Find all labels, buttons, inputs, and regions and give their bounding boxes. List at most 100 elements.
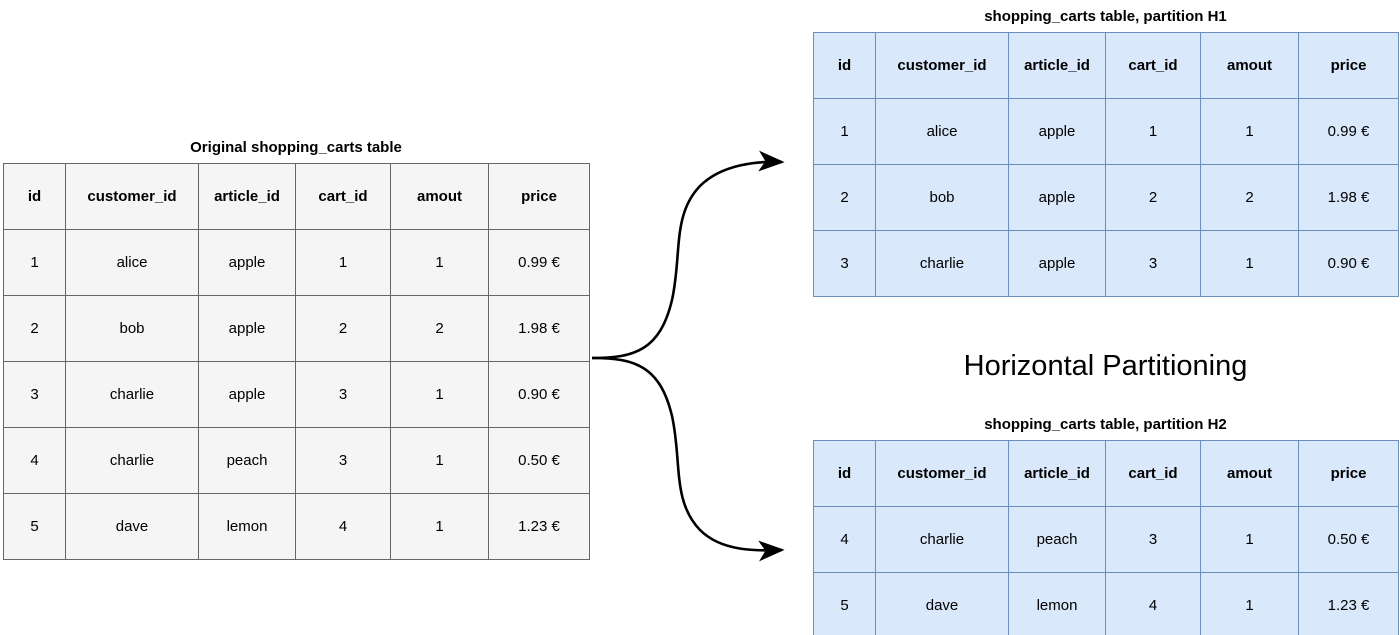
table-cell: 1.23 € bbox=[1298, 572, 1399, 635]
table-cell: 3 bbox=[1105, 230, 1201, 297]
table-cell: lemon bbox=[1008, 572, 1106, 635]
table-cell: dave bbox=[875, 572, 1009, 635]
horizontal-partitioning-label: Horizontal Partitioning bbox=[963, 350, 1248, 382]
table-cell: 1.98 € bbox=[488, 295, 590, 362]
table-cell: apple bbox=[198, 361, 296, 428]
column-header-cart_id: cart_id bbox=[295, 163, 391, 230]
table-cell: bob bbox=[65, 295, 199, 362]
table-cell: apple bbox=[1008, 230, 1106, 297]
table-cell: 0.99 € bbox=[1298, 98, 1399, 165]
table-cell: 0.50 € bbox=[488, 427, 590, 494]
table-cell: 3 bbox=[3, 361, 66, 428]
partition-h2-title: shopping_carts table, partition H2 bbox=[984, 416, 1227, 433]
table-cell: 2 bbox=[813, 164, 876, 231]
table-cell: 0.99 € bbox=[488, 229, 590, 296]
arrow-to-partition-h1 bbox=[591, 150, 785, 360]
table-cell: 4 bbox=[295, 493, 391, 560]
table-cell: alice bbox=[65, 229, 199, 296]
table-cell: 1.23 € bbox=[488, 493, 590, 560]
column-header-article_id: article_id bbox=[198, 163, 296, 230]
table-cell: 5 bbox=[3, 493, 66, 560]
table-cell: peach bbox=[198, 427, 296, 494]
table-cell: bob bbox=[875, 164, 1009, 231]
column-header-cart_id: cart_id bbox=[1105, 32, 1201, 99]
column-header-amout: amout bbox=[390, 163, 489, 230]
table-cell: 1 bbox=[390, 427, 489, 494]
table-cell: 4 bbox=[3, 427, 66, 494]
table-cell: 5 bbox=[813, 572, 876, 635]
table-cell: 1 bbox=[1105, 98, 1201, 165]
table-cell: apple bbox=[198, 295, 296, 362]
table-cell: 0.90 € bbox=[1298, 230, 1399, 297]
table-cell: 4 bbox=[813, 506, 876, 573]
table-cell: charlie bbox=[875, 230, 1009, 297]
table-cell: apple bbox=[1008, 98, 1106, 165]
column-header-id: id bbox=[813, 440, 876, 507]
table-cell: 1.98 € bbox=[1298, 164, 1399, 231]
column-header-article_id: article_id bbox=[1008, 440, 1106, 507]
table-cell: 1 bbox=[1200, 506, 1299, 573]
table-cell: 0.50 € bbox=[1298, 506, 1399, 573]
table-cell: 0.90 € bbox=[488, 361, 590, 428]
column-header-amout: amout bbox=[1200, 440, 1299, 507]
source-table-title: Original shopping_carts table bbox=[190, 139, 402, 156]
table-cell: 1 bbox=[1200, 572, 1299, 635]
table-cell: 1 bbox=[390, 229, 489, 296]
table-cell: 1 bbox=[390, 493, 489, 560]
column-header-customer_id: customer_id bbox=[875, 440, 1009, 507]
table-cell: 1 bbox=[1200, 230, 1299, 297]
column-header-id: id bbox=[813, 32, 876, 99]
table-cell: 1 bbox=[1200, 98, 1299, 165]
table-cell: 2 bbox=[3, 295, 66, 362]
table-cell: alice bbox=[875, 98, 1009, 165]
column-header-cart_id: cart_id bbox=[1105, 440, 1201, 507]
column-header-customer_id: customer_id bbox=[875, 32, 1009, 99]
arrow-to-partition-h2 bbox=[591, 356, 785, 562]
table-cell: 2 bbox=[390, 295, 489, 362]
column-header-price: price bbox=[488, 163, 590, 230]
table-cell: 4 bbox=[1105, 572, 1201, 635]
table-cell: charlie bbox=[65, 427, 199, 494]
column-header-article_id: article_id bbox=[1008, 32, 1106, 99]
column-header-amout: amout bbox=[1200, 32, 1299, 99]
column-header-id: id bbox=[3, 163, 66, 230]
table-cell: 2 bbox=[295, 295, 391, 362]
table-cell: 1 bbox=[813, 98, 876, 165]
table-cell: 2 bbox=[1105, 164, 1201, 231]
partition-h1-title: shopping_carts table, partition H1 bbox=[984, 8, 1227, 25]
table-cell: 3 bbox=[813, 230, 876, 297]
table-cell: charlie bbox=[875, 506, 1009, 573]
table-cell: 1 bbox=[295, 229, 391, 296]
table-cell: apple bbox=[198, 229, 296, 296]
table-cell: 3 bbox=[1105, 506, 1201, 573]
column-header-price: price bbox=[1298, 440, 1399, 507]
column-header-customer_id: customer_id bbox=[65, 163, 199, 230]
table-cell: peach bbox=[1008, 506, 1106, 573]
table-cell: 1 bbox=[3, 229, 66, 296]
table-cell: 3 bbox=[295, 427, 391, 494]
table-cell: 2 bbox=[1200, 164, 1299, 231]
table-cell: dave bbox=[65, 493, 199, 560]
table-cell: 1 bbox=[390, 361, 489, 428]
column-header-price: price bbox=[1298, 32, 1399, 99]
table-cell: lemon bbox=[198, 493, 296, 560]
